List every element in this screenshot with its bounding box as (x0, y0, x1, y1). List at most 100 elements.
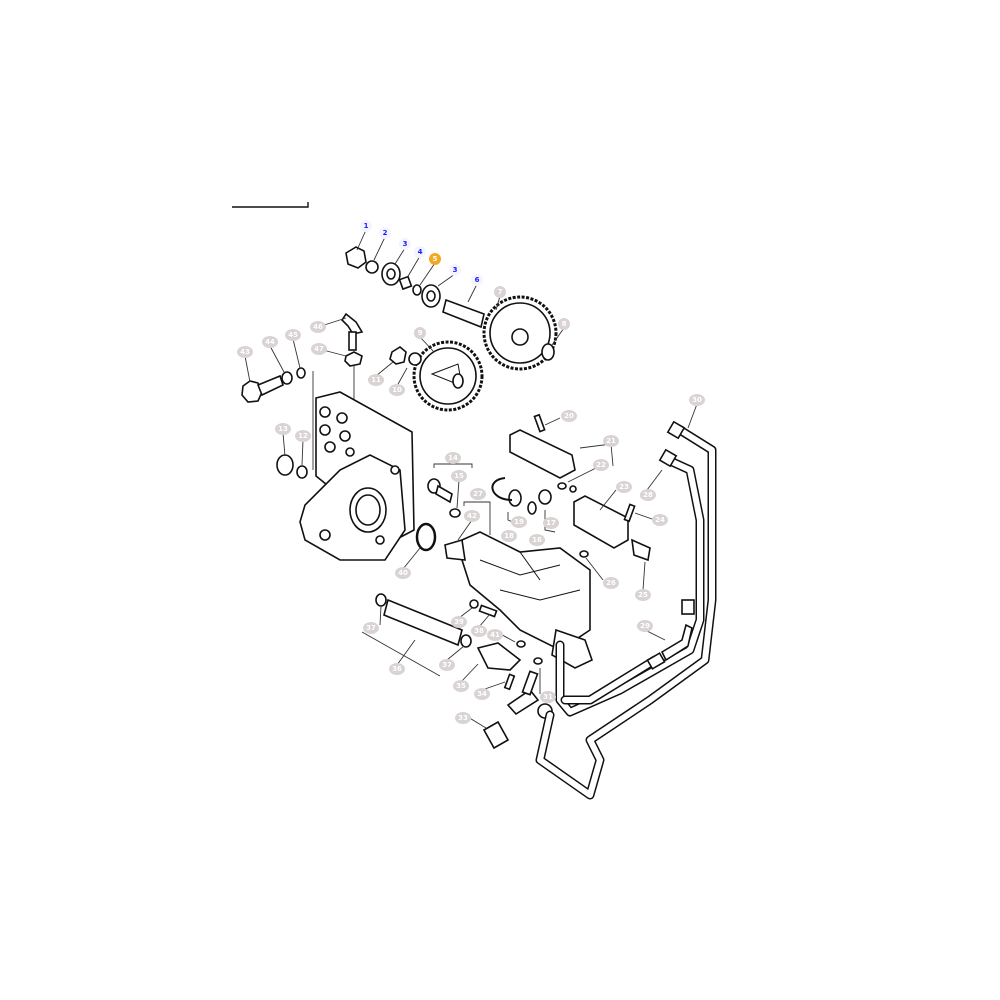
svg-text:34: 34 (477, 690, 487, 698)
svg-text:6: 6 (475, 276, 480, 284)
oring-part-15 (449, 508, 461, 518)
callout-46[interactable]: 46 (310, 321, 326, 333)
svg-text:19: 19 (514, 518, 524, 526)
callout-7[interactable]: 7 (494, 286, 506, 298)
block-part-23 (573, 495, 629, 549)
svg-text:36: 36 (392, 665, 402, 673)
svg-text:42: 42 (467, 512, 477, 520)
callout-15[interactable]: 15 (451, 470, 467, 482)
svg-text:35: 35 (456, 682, 466, 690)
callout-26[interactable]: 26 (603, 577, 619, 589)
svg-text:37: 37 (442, 661, 452, 669)
callout-44[interactable]: 44 (262, 336, 278, 348)
leader-lines (244, 229, 698, 729)
callout-17[interactable]: 17 (543, 517, 559, 529)
svg-text:7: 7 (498, 288, 503, 296)
callout-11[interactable]: 11 (368, 374, 384, 386)
svg-text:13: 13 (278, 425, 288, 433)
callout-21[interactable]: 21 (603, 435, 619, 447)
svg-text:1: 1 (364, 222, 369, 230)
callout-33[interactable]: 33 (455, 712, 471, 724)
seal-part-45 (296, 367, 306, 379)
oring-part-37 (375, 593, 387, 607)
union-part-19 (508, 489, 522, 507)
svg-text:47: 47 (314, 345, 324, 353)
callout-45[interactable]: 45 (285, 329, 301, 341)
callout-29[interactable]: 29 (637, 620, 653, 632)
nut-part-47 (344, 351, 363, 367)
callout-36[interactable]: 36 (389, 663, 405, 675)
svg-text:12: 12 (298, 432, 308, 440)
callout-6[interactable]: 6 (471, 274, 483, 286)
fuel-pump (427, 413, 651, 669)
callout-19[interactable]: 19 (511, 516, 527, 528)
callout-40[interactable]: 40 (395, 567, 411, 579)
plug-part-13 (276, 454, 294, 476)
callout-9[interactable]: 9 (414, 327, 426, 339)
elbow-part-35 (476, 642, 522, 671)
screw-part-24 (623, 503, 636, 523)
callout-25[interactable]: 25 (635, 589, 651, 601)
svg-text:11: 11 (371, 376, 381, 384)
callout-42[interactable]: 42 (464, 510, 480, 522)
callout-43[interactable]: 43 (237, 346, 253, 358)
shaft-assembly (345, 246, 558, 412)
callout-28[interactable]: 28 (640, 489, 656, 501)
callout-38[interactable]: 38 (471, 625, 487, 637)
callout-8[interactable]: 8 (558, 318, 570, 330)
callout-12[interactable]: 12 (295, 430, 311, 442)
callout-13[interactable]: 13 (275, 423, 291, 435)
callout-41[interactable]: 41 (487, 629, 503, 641)
svg-text:31: 31 (543, 693, 553, 701)
washer-part-39 (469, 599, 479, 609)
callout-23[interactable]: 23 (616, 481, 632, 493)
callout-31[interactable]: 31 (540, 691, 556, 703)
callout-10[interactable]: 10 (389, 384, 405, 396)
callout-2[interactable]: 2 (379, 227, 391, 239)
callout-35[interactable]: 35 (453, 680, 469, 692)
callout-37b[interactable]: 37 (439, 659, 455, 671)
callout-34[interactable]: 34 (474, 688, 490, 700)
svg-text:2: 2 (383, 229, 388, 237)
nut-part-1 (345, 246, 367, 269)
callout-18[interactable]: 18 (501, 530, 517, 542)
svg-text:4: 4 (418, 248, 423, 256)
callout-16[interactable]: 16 (529, 534, 545, 546)
svg-text:5: 5 (433, 255, 438, 263)
callout-22[interactable]: 22 (593, 459, 609, 471)
shaft-part-6 (442, 298, 485, 329)
callout-30[interactable]: 30 (689, 394, 705, 406)
circlip-part-8 (541, 343, 555, 361)
bolt-part-38 (478, 604, 498, 618)
tube-part-36 (383, 598, 463, 647)
lower-parts (361, 593, 553, 750)
svg-text:25: 25 (638, 591, 648, 599)
banjo-part-46 (340, 312, 364, 335)
washer-part-44 (281, 371, 293, 385)
svg-text:45: 45 (288, 331, 298, 339)
svg-text:29: 29 (640, 622, 650, 630)
nut-part-11 (389, 346, 407, 365)
svg-text:30: 30 (692, 396, 702, 404)
callout-39[interactable]: 39 (451, 616, 467, 628)
callout-4[interactable]: 4 (414, 246, 426, 258)
seal-part-41 (516, 640, 526, 648)
callout-27[interactable]: 27 (470, 488, 486, 500)
callout-24[interactable]: 24 (652, 514, 668, 526)
nut-pipe-30 (666, 420, 686, 440)
svg-text:14: 14 (448, 454, 458, 462)
callout-1[interactable]: 1 (360, 220, 372, 232)
oring-part-22 (557, 482, 567, 490)
callout-20[interactable]: 20 (561, 410, 577, 422)
nut-pipe-29 (681, 599, 695, 615)
callout-3b[interactable]: 3 (449, 264, 461, 276)
svg-text:3: 3 (453, 266, 458, 274)
svg-text:10: 10 (392, 386, 402, 394)
callout-labels: 1 2 3 4 5 3 6 7 8 9 10 11 43 44 45 46 47… (237, 220, 705, 724)
callout-14[interactable]: 14 (445, 452, 461, 464)
callout-5-selected[interactable]: 5 (429, 253, 441, 265)
callout-47[interactable]: 47 (311, 343, 327, 355)
callout-3[interactable]: 3 (399, 238, 411, 250)
elbow-part-29 (660, 623, 693, 662)
callout-37[interactable]: 37 (363, 622, 379, 634)
